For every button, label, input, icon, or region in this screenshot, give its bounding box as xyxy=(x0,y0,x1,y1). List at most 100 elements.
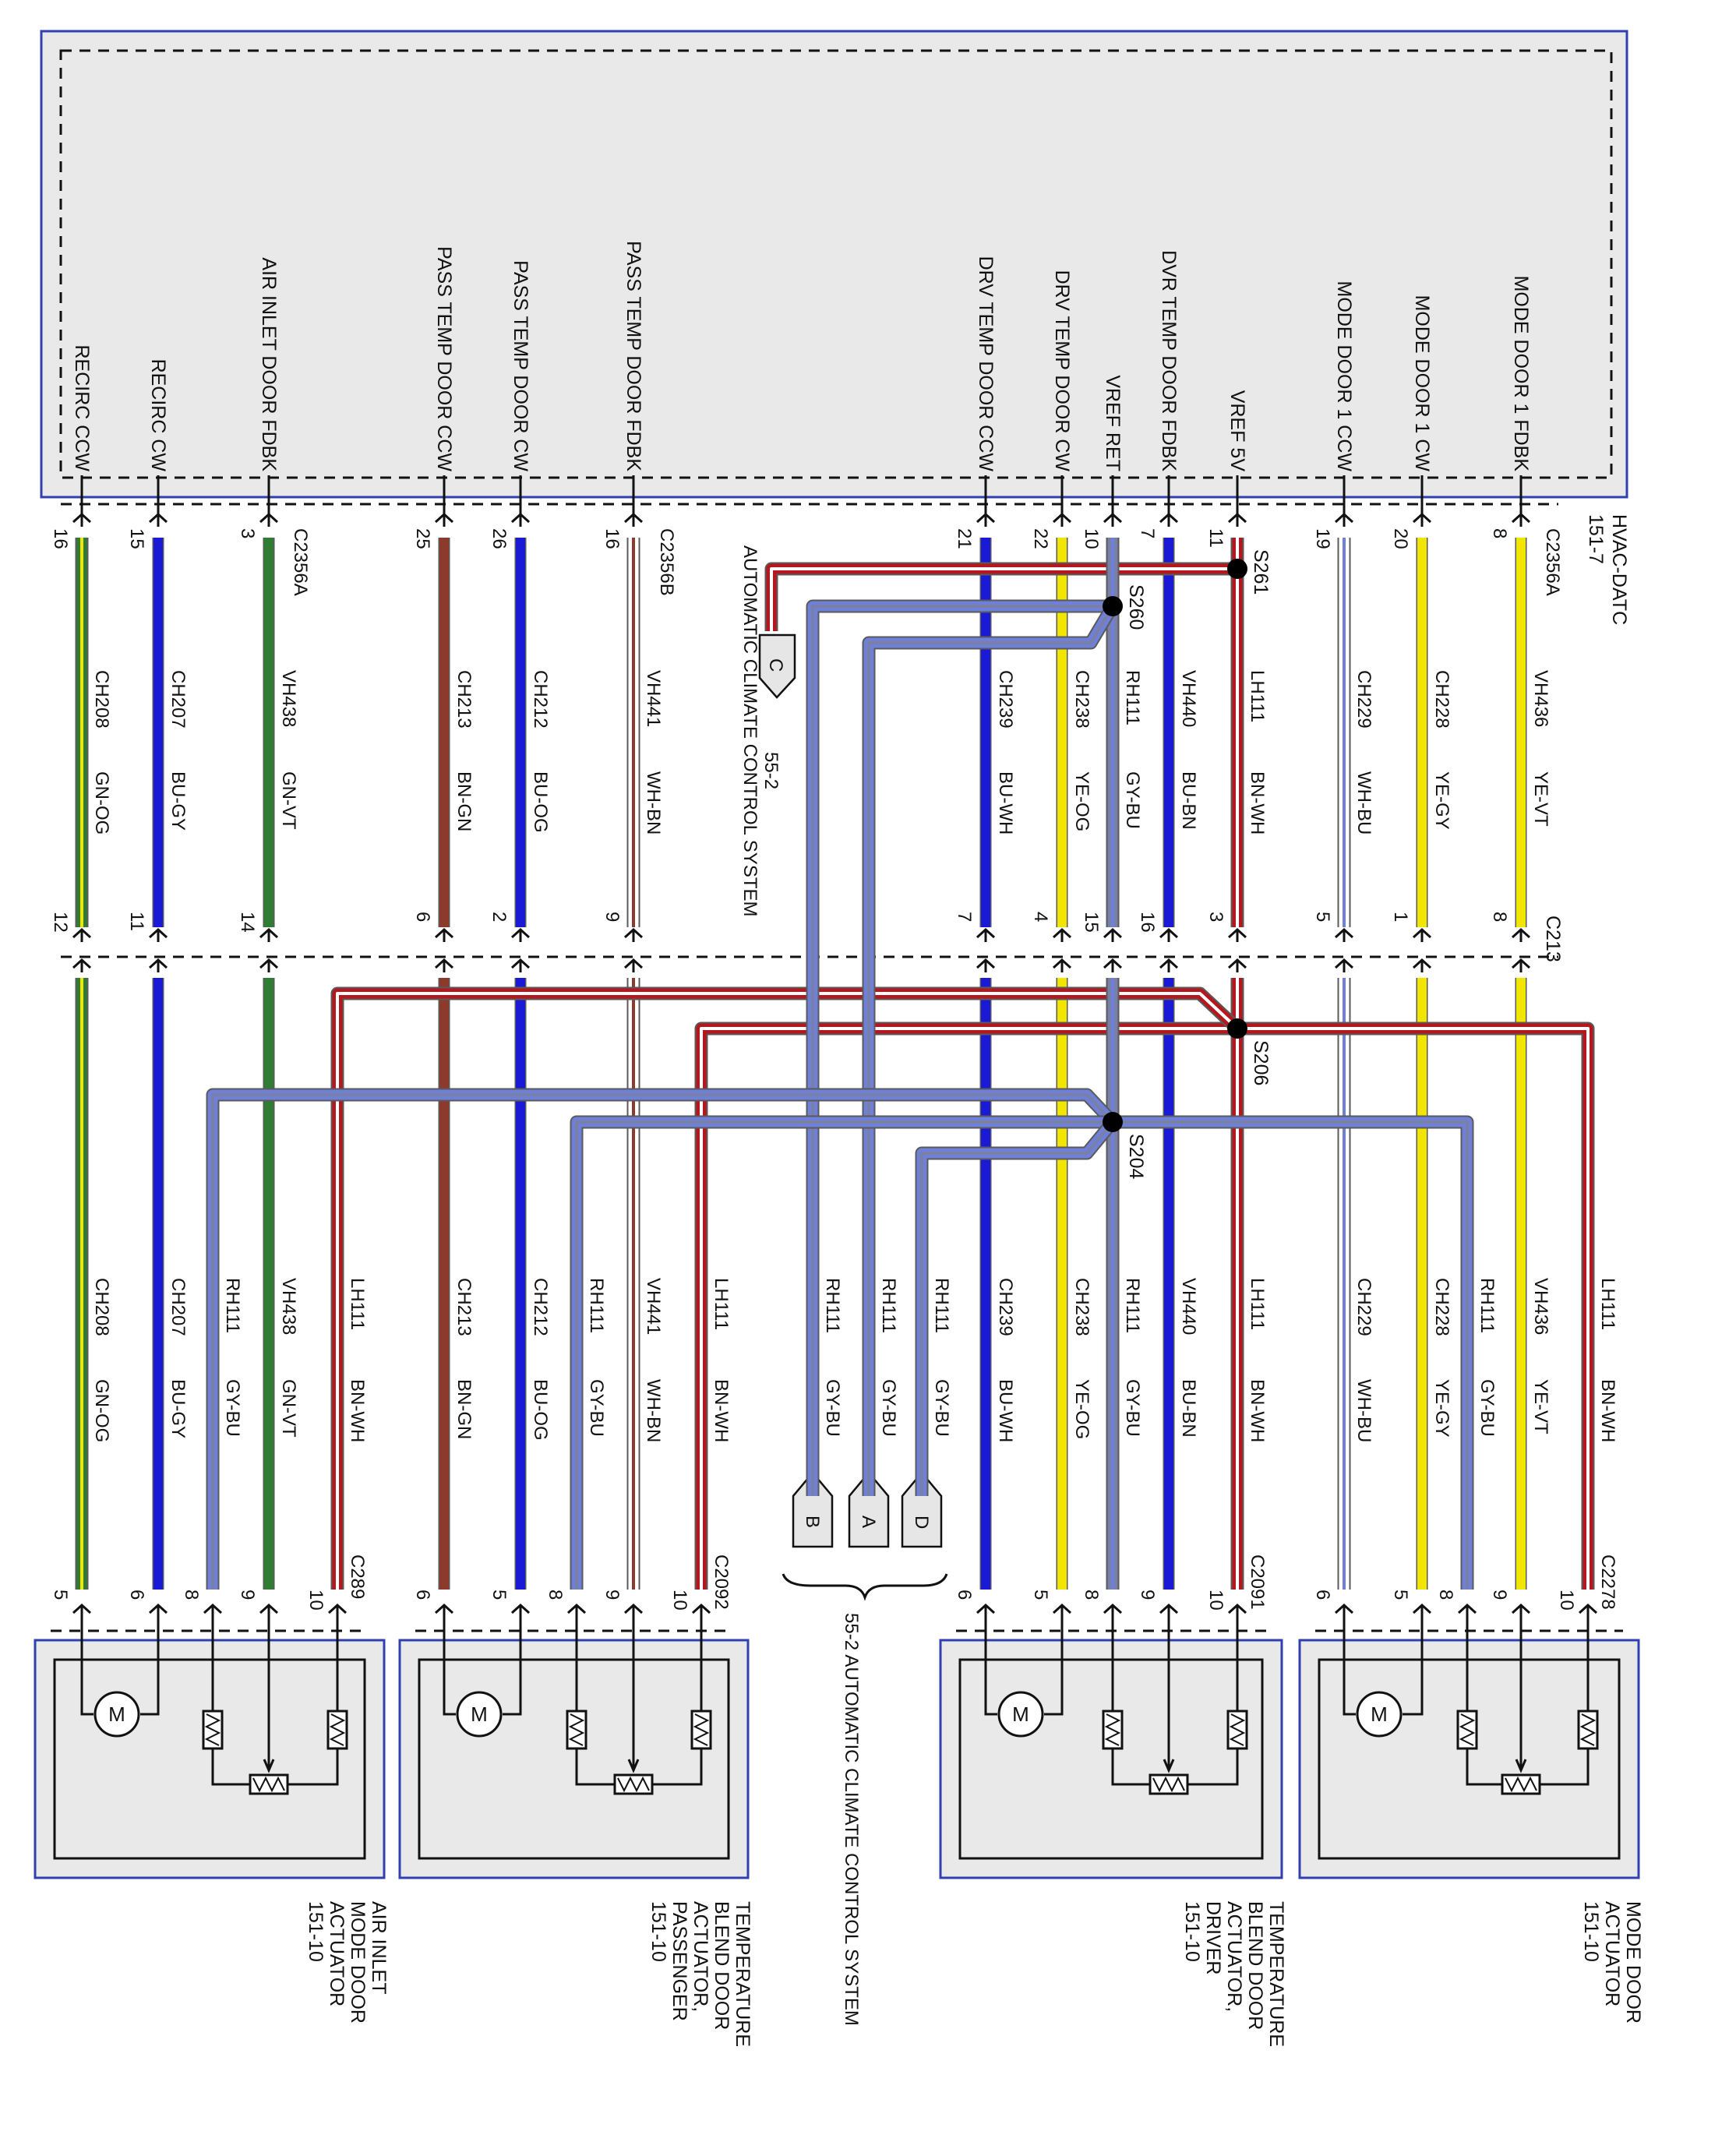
module-pin-label: PASS TEMP DOOR CCW xyxy=(433,246,455,471)
rh111-to-mode-door xyxy=(1113,1115,1474,1590)
actuator-pin-number: 10 xyxy=(669,1590,690,1611)
c213-pin-bottom xyxy=(1227,958,1247,972)
resistor-zigzag xyxy=(1152,1776,1185,1793)
upper-wire-circuit: CH213 xyxy=(453,670,475,729)
module-pin-number: 10 xyxy=(1081,528,1102,549)
upper-wire-color: YE-GY xyxy=(1431,771,1452,830)
c213-pin-top xyxy=(434,927,454,942)
offpage-connector xyxy=(792,1471,834,1548)
offpage-c-letter: C xyxy=(765,658,786,672)
c213-pin-top xyxy=(1052,927,1072,942)
c213-pin-top xyxy=(976,927,996,942)
upper-wire-color: BN-GN xyxy=(453,771,475,831)
actuator-pin-connector xyxy=(976,1603,996,1618)
lower-system-label: 55-2 AUTOMATIC CLIMATE CONTROL SYSTEM xyxy=(841,1613,862,2026)
actuator-name-line: 151-10 xyxy=(1580,1901,1602,1962)
lower-wire-color: BU-WH xyxy=(995,1379,1016,1442)
c213-pin-number: 3 xyxy=(1205,912,1226,922)
module-pin-connector xyxy=(1052,512,1072,527)
lower-wire-color: GY-BU xyxy=(1122,1379,1143,1437)
module-pin-connector xyxy=(976,512,996,527)
c213-pin-top xyxy=(1103,927,1123,942)
actuator-pin-connector xyxy=(259,1603,279,1618)
splice-s261 xyxy=(1227,559,1247,579)
c213-pin-number: 9 xyxy=(602,912,623,922)
splice-s206 xyxy=(1227,1018,1247,1039)
offpage-connector xyxy=(901,1471,943,1548)
lower-wire-color: BN-WH xyxy=(347,1379,368,1442)
resistor-zigzag xyxy=(252,1776,285,1793)
c213-pin-number: 7 xyxy=(954,912,975,922)
c213-pin-number: 1 xyxy=(1390,912,1411,922)
actuator-name-line: 151-10 xyxy=(305,1901,326,1962)
lower-wire-color: GY-BU xyxy=(878,1379,899,1437)
actuator-pin-connector xyxy=(691,1603,711,1618)
c213-pin-top xyxy=(1334,927,1354,942)
offpage-brace xyxy=(782,1573,948,1601)
actuator-pin-number: 8 xyxy=(1435,1590,1456,1600)
lower-wire-color: BU-BN xyxy=(1178,1379,1199,1438)
lower-wire-color: YE-GY xyxy=(1431,1379,1452,1438)
lh111-to-mode-door xyxy=(1237,1022,1595,1590)
actuator-box xyxy=(398,1639,750,1879)
actuator-name-line: AIR INLET xyxy=(368,1901,390,1994)
lower-wire-color: BU-OG xyxy=(530,1379,551,1441)
rh111-to-d xyxy=(915,1117,1118,1496)
actuator-pin-number: 5 xyxy=(489,1590,510,1600)
splice-s204 xyxy=(1103,1112,1123,1132)
actuator-name-line: TEMPERATURE xyxy=(1265,1901,1287,2047)
lower-wire-circuit: CH213 xyxy=(453,1278,475,1336)
lower-wire-color: GN-OG xyxy=(91,1379,112,1442)
module-pin-connector xyxy=(1159,512,1179,527)
actuator-pin-number: 6 xyxy=(126,1590,147,1600)
upper-wire-color: BU-BN xyxy=(1178,771,1199,830)
motor-wire xyxy=(140,1617,160,1716)
upper-system-label: AUTOMATIC CLIMATE CONTROL SYSTEM xyxy=(739,545,760,916)
actuator-inner-box xyxy=(1318,1658,1621,1860)
motor-wire xyxy=(984,1617,997,1716)
lower-wire-circuit: CH207 xyxy=(168,1278,189,1336)
c213-pin-bottom xyxy=(434,958,454,972)
offpage-letter: B xyxy=(802,1516,823,1528)
actuator-box xyxy=(939,1639,1283,1879)
hvac-module-box xyxy=(40,30,1628,499)
resistor-zigzag xyxy=(693,1713,710,1746)
motor-wire xyxy=(1343,1617,1356,1716)
lower-wire-circuit: RH111 xyxy=(1477,1278,1498,1333)
rh111-to-a xyxy=(862,602,1119,1496)
module-connector-a-label-right: C2356A xyxy=(1542,528,1563,596)
lower-wire-circuit: CH239 xyxy=(995,1278,1016,1336)
module-ref: 151-7 xyxy=(1585,514,1607,564)
upper-wire-circuit: CH212 xyxy=(530,670,551,729)
lower-wire-color: WH-BN xyxy=(643,1379,664,1442)
module-pin-label: MODE DOOR 1 FDBK xyxy=(1510,276,1532,472)
lower-wire-color: YE-VT xyxy=(1530,1379,1551,1434)
resistor-zigzag xyxy=(204,1713,221,1746)
module-pin-label: DVR TEMP DOOR FDBK xyxy=(1158,250,1180,471)
actuator-name-line: TEMPERATURE xyxy=(732,1901,753,2047)
module-pin-connector xyxy=(510,512,531,527)
upper-wire-circuit: RH111 xyxy=(1122,670,1143,725)
module-pin-connector xyxy=(434,512,454,527)
motor-icon xyxy=(94,1691,140,1738)
actuator-pin-number: 5 xyxy=(1390,1590,1411,1600)
motor-wire xyxy=(503,1617,522,1716)
c213-pin-bottom xyxy=(72,958,92,972)
c213-pin-bottom xyxy=(1334,958,1354,972)
module-connector-a-label: C2356A xyxy=(290,528,311,596)
actuator-pin-connector xyxy=(1578,1603,1598,1618)
upper-wire-color: YE-OG xyxy=(1071,771,1092,831)
actuator-pin-connector xyxy=(72,1603,92,1618)
upper-wire-color: BU-GY xyxy=(168,771,189,831)
actuator-pin-connector xyxy=(1103,1603,1123,1618)
module-pin-label: VREF RET xyxy=(1102,375,1124,471)
actuator-name-line: 151-10 xyxy=(647,1901,669,1962)
actuator-pin-connector xyxy=(1159,1603,1179,1618)
module-pin-connector xyxy=(1412,512,1432,527)
resistor-zigzag xyxy=(1459,1713,1476,1746)
resistor-zigzag xyxy=(1579,1713,1597,1746)
upper-wire-color: BU-OG xyxy=(530,771,551,833)
upper-wire-color: WH-BN xyxy=(643,771,664,835)
c213-pin-number: 5 xyxy=(1312,912,1333,922)
actuator-pin-number: 5 xyxy=(1030,1590,1051,1600)
